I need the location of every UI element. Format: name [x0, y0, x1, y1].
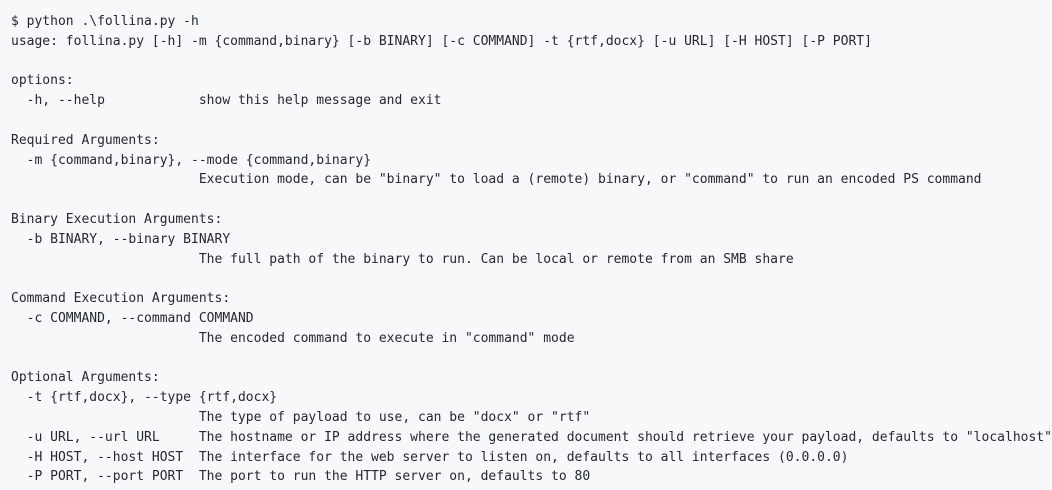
host-option: -H HOST, --host HOST The interface for t…	[11, 449, 849, 465]
terminal-output: $ python .\follina.py -h usage: follina.…	[0, 14, 1052, 485]
command-line: $ python .\follina.py -h	[11, 14, 199, 29]
port-option: -P PORT, --port PORT The port to run the…	[11, 469, 591, 485]
blank-line	[0, 349, 823, 369]
mode-description: Execution mode, can be "binary" to load …	[11, 172, 982, 188]
required-heading: Required Arguments:	[11, 132, 160, 148]
blank-line	[0, 111, 823, 131]
blank-line	[0, 269, 823, 289]
blank-line	[0, 190, 823, 210]
url-option: -u URL, --url URL The hostname or IP add…	[11, 429, 1052, 445]
command-description: The encoded command to execute in "comma…	[11, 330, 575, 346]
blank-line	[0, 52, 823, 72]
optional-heading: Optional Arguments:	[11, 370, 160, 386]
options-heading: options:	[11, 73, 74, 89]
binary-description: The full path of the binary to run. Can …	[11, 251, 794, 267]
help-option: -h, --help show this help message and ex…	[11, 93, 442, 109]
type-description: The type of payload to use, can be "docx…	[11, 409, 591, 425]
binary-heading: Binary Execution Arguments:	[11, 211, 223, 227]
command-flag: -c COMMAND, --command COMMAND	[11, 310, 254, 326]
usage-line: usage: follina.py [-h] -m {command,binar…	[11, 33, 872, 49]
command-heading: Command Execution Arguments:	[11, 291, 231, 307]
mode-flag: -m {command,binary}, --mode {command,bin…	[11, 152, 372, 168]
binary-flag: -b BINARY, --binary BINARY	[11, 231, 231, 247]
type-flag: -t {rtf,docx}, --type {rtf,docx}	[11, 390, 278, 406]
